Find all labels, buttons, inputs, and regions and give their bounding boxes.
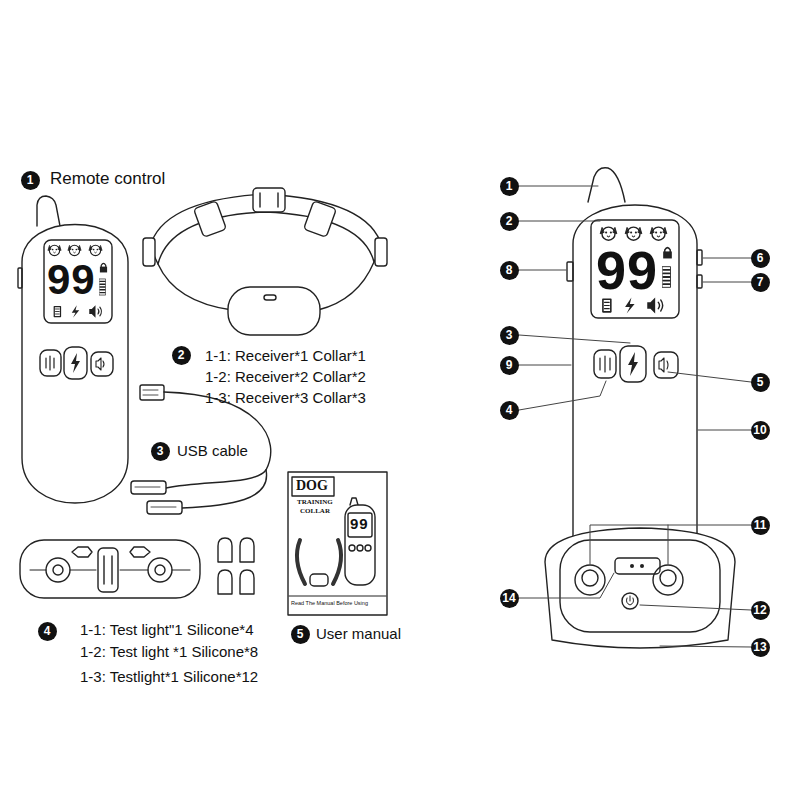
callout-number: 6 [751,249,770,268]
section-title: USB cable [177,442,248,459]
lcd-digits: 99 [47,259,96,301]
callout-number: 3 [500,326,519,345]
callout-number: 5 [291,625,310,644]
package-item: 1-1: Receiver*1 Collar*1 [205,347,366,364]
manual-title: TRAINING [297,498,333,506]
lcd-digits: 99 [596,243,658,297]
package-item: 1-2: Test light *1 Silicone*8 [80,643,258,660]
callout-number: 12 [751,601,770,620]
manual-footer: Read The Manual Before Using [291,600,368,606]
callout-number: 14 [500,589,519,608]
callout-number: 4 [500,401,519,420]
package-item: 1-1: Test light"1 Silicone*4 [80,621,253,638]
callout-number: 2 [172,346,191,365]
section-title: Remote control [50,169,165,189]
manual-title: COLLAR [300,507,330,515]
package-item: 1-2: Receiver*2 Collar*2 [205,368,366,385]
package-item: 1-3: Testlight*1 Silicone*12 [80,668,258,685]
callout-number: 8 [500,261,519,280]
callout-number: 13 [751,638,770,657]
package-item: 1-3: Receiver*3 Collar*3 [205,389,366,406]
callout-number: 1 [21,171,40,190]
callout-number: 11 [751,516,770,535]
callout-number: 1 [500,177,519,196]
callout-number: 7 [751,273,770,292]
manual-brand: DOG [296,478,328,494]
callout-number: 4 [38,622,57,641]
lcd-digits: 99 [350,516,369,531]
callout-number: 9 [500,356,519,375]
section-title: User manual [316,625,401,642]
callout-number: 10 [751,421,770,440]
callout-number: 3 [151,442,170,461]
callout-number: 2 [500,212,519,231]
callout-number: 5 [751,373,770,392]
